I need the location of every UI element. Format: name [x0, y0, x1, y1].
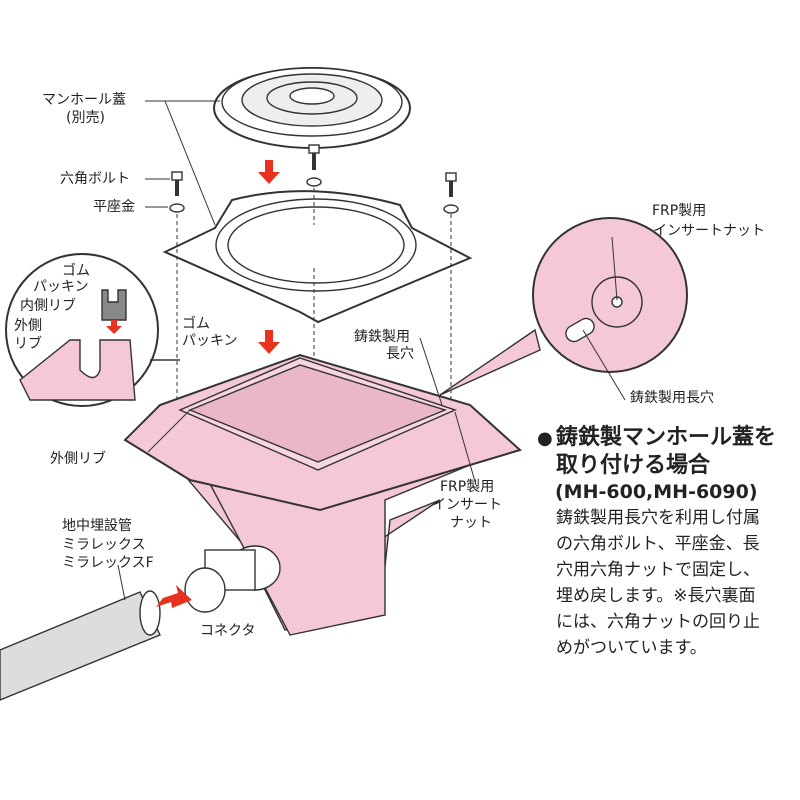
label-inset-rubber-1: ゴム	[62, 263, 90, 279]
note-line: 埋め戻します。※長穴裏面	[556, 586, 756, 606]
label-frp-insert-2: インサート	[432, 497, 502, 513]
arrow-right-icon	[156, 585, 192, 608]
label-frp-insert-3: ナット	[450, 515, 492, 531]
note-title-1: 鋳鉄製マンホール蓋を	[556, 425, 777, 450]
label-outer-rib: 外側リブ	[50, 451, 106, 467]
label-rubber-2: パッキン	[182, 333, 238, 349]
label-cast-slot-2: 長穴	[386, 346, 414, 362]
label-hex-bolt: 六角ボルト	[60, 171, 130, 187]
note-models: (MH-600,MH-6090)	[555, 481, 758, 503]
note-line: めがついています。	[556, 638, 707, 658]
arrow-down-icon	[106, 320, 122, 334]
label-sold-separately: (別売)	[66, 110, 105, 126]
label-pipe-2: ミラレックス	[62, 537, 146, 553]
box-body-illustration	[123, 353, 522, 636]
note-bullet: ●	[537, 428, 553, 449]
label-cast-slot-inset: 鋳鉄製用長穴	[630, 390, 714, 406]
pipe-illustration	[0, 590, 161, 701]
connector-illustration	[184, 545, 281, 613]
label-pipe-3: ミラレックスF	[62, 555, 154, 571]
label-frp-insert-top-1: FRP製用	[652, 203, 707, 219]
label-inset-outer-rib-1: 外側	[14, 318, 42, 334]
label-cast-slot-1: 鋳鉄製用	[354, 329, 410, 345]
label-rubber-1: ゴム	[182, 316, 210, 332]
red-arrows	[106, 160, 280, 608]
note-line: 穴用六角ナットで固定し、	[556, 560, 760, 580]
label-frp-insert-top-2: インサートナット	[653, 223, 765, 239]
label-flat-washer: 平座金	[93, 199, 135, 215]
note-line: には、六角ナットの回り止	[556, 612, 760, 632]
label-pipe-1: 地中埋設管	[62, 518, 132, 534]
note-body: 鋳鉄製用長穴を利用し付属 の六角ボルト、平座金、長 穴用六角ナットで固定し、 埋…	[556, 505, 760, 661]
label-connector: コネクタ	[200, 623, 256, 639]
flange-frame-illustration	[162, 190, 473, 324]
inset-rubber-packing	[5, 253, 180, 407]
arrow-down-icon	[258, 160, 280, 184]
manhole-cover-illustration	[213, 67, 411, 149]
note-line: の六角ボルト、平座金、長	[556, 534, 760, 554]
label-frp-insert-1: FRP製用	[440, 479, 495, 495]
label-inset-rubber-2: パッキン	[33, 279, 89, 295]
label-inset-outer-rib-2: リブ	[14, 336, 42, 352]
inset-flange-corner	[439, 217, 688, 396]
note-title-2: 取り付ける場合	[556, 453, 711, 478]
label-inset-inner-rib: 内側リブ	[20, 298, 76, 314]
label-manhole-cover: マンホール蓋	[42, 92, 126, 108]
arrow-down-icon	[258, 330, 280, 354]
note-line: 鋳鉄製用長穴を利用し付属	[556, 508, 760, 528]
